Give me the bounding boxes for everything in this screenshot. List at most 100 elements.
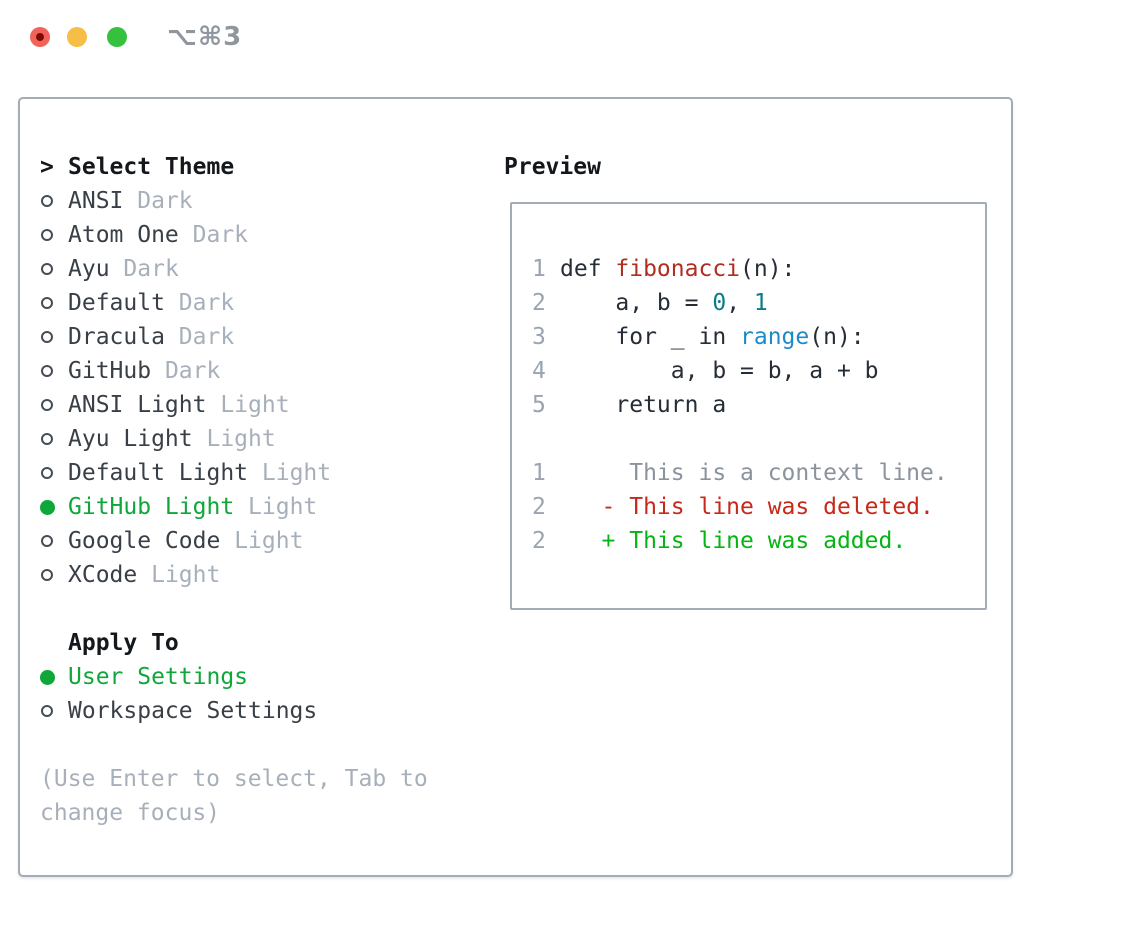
code-token-default: (n):: [740, 256, 796, 282]
radio-selected-icon: [40, 669, 68, 685]
code-token-added: + This line was added.: [560, 528, 907, 554]
apply-option-workspace-settings[interactable]: Workspace Settings: [40, 694, 485, 728]
select-theme-header: > Select Theme: [40, 150, 485, 184]
ring-icon: [41, 535, 53, 547]
theme-option-xcode[interactable]: XCode Light: [40, 558, 485, 592]
theme-variant-tag: Dark: [192, 222, 249, 248]
select-theme-title: Select Theme: [68, 154, 235, 180]
radio-icon: [40, 399, 68, 411]
radio-icon: [40, 467, 68, 479]
theme-name: XCode: [68, 562, 138, 588]
radio-icon: [40, 263, 68, 275]
ring-icon: [41, 263, 53, 275]
code-line: 5 return a: [532, 388, 948, 422]
radio-icon: [40, 229, 68, 241]
code-line: 1 def fibonacci(n):: [532, 252, 948, 286]
ring-icon: [41, 705, 53, 717]
theme-name: Ayu: [68, 256, 110, 282]
line-number: 2: [532, 494, 546, 520]
theme-variant-tag: Light: [261, 460, 332, 486]
code-line: 4 a, b = b, a + b: [532, 354, 948, 388]
theme-name: Google Code: [68, 528, 221, 554]
line-number: 2: [532, 528, 546, 554]
theme-option-atom-one[interactable]: Atom One Dark: [40, 218, 485, 252]
ring-icon: [41, 433, 53, 445]
zoom-button[interactable]: [107, 27, 127, 47]
apply-to-title: Apply To: [68, 630, 179, 656]
radio-icon: [40, 535, 68, 547]
theme-variant-tag: Light: [151, 562, 221, 588]
line-number: 5: [532, 392, 546, 418]
ring-icon: [41, 331, 53, 343]
theme-option-ansi[interactable]: ANSI Dark: [40, 184, 485, 218]
code-line: 2 - This line was deleted.: [532, 490, 948, 524]
theme-variant-tag: Light: [248, 494, 318, 520]
line-number: 3: [532, 324, 546, 350]
close-dot-icon: [36, 33, 44, 41]
radio-icon: [40, 365, 68, 377]
theme-name: GitHub Light: [68, 494, 235, 520]
theme-name: Dracula: [68, 324, 165, 350]
code-token-builtin: range: [740, 324, 810, 350]
code-token-default: def: [560, 256, 616, 282]
theme-name: Default Light: [68, 460, 249, 486]
ring-icon: [41, 399, 53, 411]
theme-option-github-light[interactable]: GitHub Light Light: [40, 490, 485, 524]
apply-to-header: Apply To: [40, 626, 485, 660]
code-token-default: return a: [560, 392, 727, 418]
titlebar: ⌥⌘3: [0, 0, 1140, 74]
theme-option-ayu-light[interactable]: Ayu Light Light: [40, 422, 485, 456]
theme-name: GitHub: [68, 358, 152, 384]
code-token-default: ,: [726, 290, 754, 316]
ring-icon: [41, 569, 53, 581]
code-token-function: fibonacci: [615, 256, 741, 282]
theme-variant-tag: Light: [234, 528, 304, 554]
code-line: 3 for _ in range(n):: [532, 320, 948, 354]
minimize-button[interactable]: [67, 27, 87, 47]
theme-option-github[interactable]: GitHub Dark: [40, 354, 485, 388]
spacer: [40, 592, 485, 626]
radio-selected-icon: [40, 499, 68, 515]
radio-icon: [40, 569, 68, 581]
prompt-icon: >: [40, 154, 54, 180]
theme-variant-tag: Dark: [137, 188, 193, 214]
code-token-context: This is a context line.: [560, 460, 948, 486]
close-button[interactable]: [30, 27, 50, 47]
spacer: [40, 728, 485, 762]
theme-variant-tag: Light: [220, 392, 290, 418]
code-line: 1 This is a context line.: [532, 456, 948, 490]
code-line: 2 + This line was added.: [532, 524, 948, 558]
theme-option-google-code[interactable]: Google Code Light: [40, 524, 485, 558]
theme-name: Default: [68, 290, 165, 316]
radio-icon: [40, 297, 68, 309]
keyboard-hint-text: (Use Enter to select, Tab to change focu…: [40, 766, 428, 826]
line-number: 2: [532, 290, 546, 316]
theme-variant-tag: Dark: [164, 358, 221, 384]
ring-icon: [41, 195, 53, 207]
radio-icon: [40, 705, 68, 717]
ring-icon: [41, 467, 53, 479]
theme-option-ayu[interactable]: Ayu Dark: [40, 252, 485, 286]
prompt-marker: >: [40, 154, 68, 180]
radio-icon: [40, 433, 68, 445]
theme-variant-tag: Light: [206, 426, 276, 452]
preview-title: Preview: [504, 154, 601, 180]
apply-option-user-settings[interactable]: User Settings: [40, 660, 485, 694]
code-token-default: a, b =: [560, 290, 713, 316]
filled-dot-icon: [40, 499, 55, 515]
theme-name: Atom One: [68, 222, 179, 248]
line-number: 1: [532, 256, 546, 282]
theme-option-dracula[interactable]: Dracula Dark: [40, 320, 485, 354]
theme-option-ansi-light[interactable]: ANSI Light Light: [40, 388, 485, 422]
apply-option-label: Workspace Settings: [68, 698, 318, 724]
theme-option-default-light[interactable]: Default Light Light: [40, 456, 485, 490]
theme-option-default[interactable]: Default Dark: [40, 286, 485, 320]
ring-icon: [41, 365, 53, 377]
